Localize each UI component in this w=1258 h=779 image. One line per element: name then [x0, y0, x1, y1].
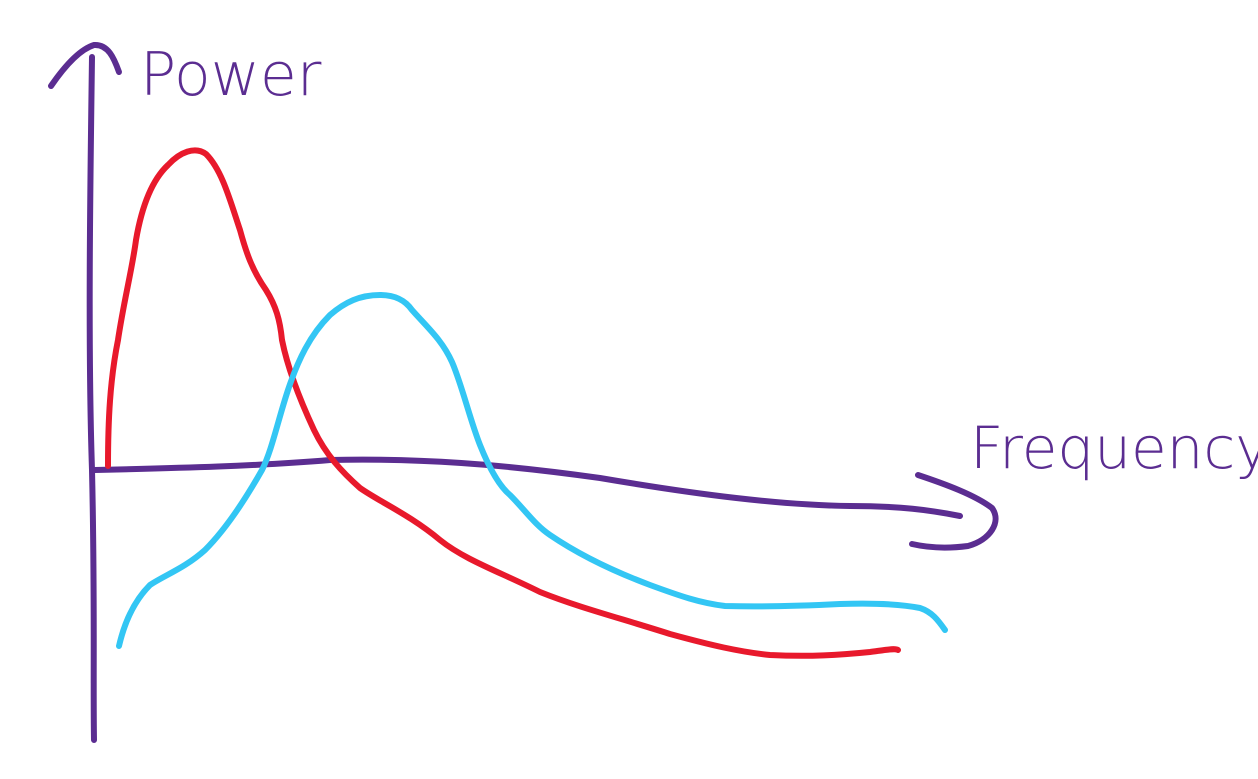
red-curve [105, 147, 901, 659]
x-axis-arrowhead [909, 472, 999, 551]
x-axis-line [92, 456, 963, 519]
y-axis-arrowhead [48, 42, 122, 89]
x-axis-label: Frequency [970, 414, 1258, 482]
y-axis-line [86, 54, 97, 743]
y-axis-label: Power [140, 40, 322, 110]
blue-curve [116, 292, 948, 649]
